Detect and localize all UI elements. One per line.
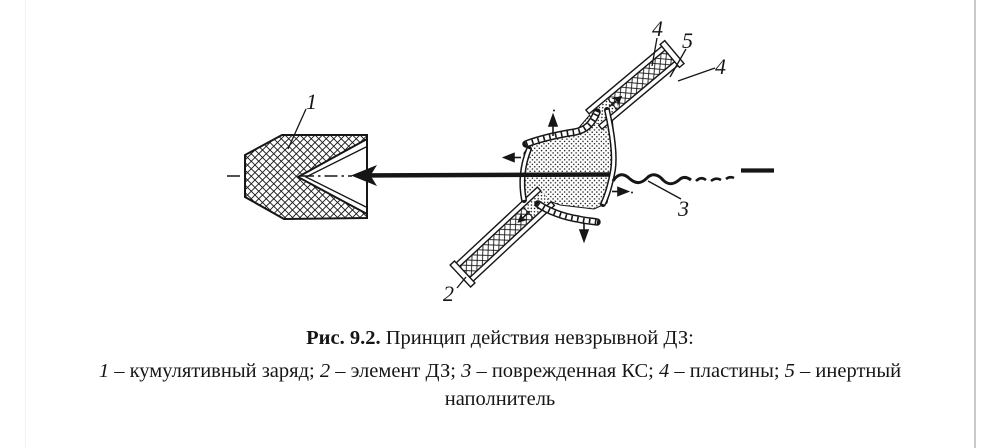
cavity-liner xyxy=(304,146,367,208)
arrow-up xyxy=(547,112,559,127)
tube-end-cap-upper xyxy=(659,39,685,69)
leader-lines xyxy=(287,37,716,289)
figure-caption-legend-tail: наполнитель xyxy=(444,388,556,410)
legend-num-4: 4 xyxy=(659,360,670,382)
legend-num-2: 2 xyxy=(319,360,331,382)
arrow-right xyxy=(617,186,631,197)
legend-num-1: 1 xyxy=(98,360,110,382)
jet-line xyxy=(351,165,611,186)
figure-title: Принцип действия невзрывной ДЗ: xyxy=(385,327,694,349)
dz-element-upper-section xyxy=(584,39,685,131)
legend-desc-1: – кумулятивный заряд; xyxy=(114,360,315,382)
label-plate-upper: 4 xyxy=(652,16,663,41)
page-edge-left xyxy=(25,0,26,448)
shaped-charge xyxy=(244,134,368,221)
legend-num-5: 5 xyxy=(784,360,795,382)
jet-arrowhead xyxy=(351,165,377,186)
bent-plate-bottom xyxy=(534,200,601,226)
label-plate-lower: 4 xyxy=(715,54,726,79)
leader-5 xyxy=(669,48,687,78)
figure-caption-title: Рис. 9.2. Принцип действия невзрывной ДЗ… xyxy=(0,326,1000,352)
motion-arrows xyxy=(501,109,633,244)
legend-desc-2: – элемент ДЗ; xyxy=(335,360,456,382)
label-charge: 1 xyxy=(306,89,317,114)
label-filler: 5 xyxy=(682,28,693,53)
plate-motion-arrow-upper xyxy=(608,99,618,108)
bent-plate-top xyxy=(522,108,601,148)
leader-1 xyxy=(287,108,307,150)
arrow-left xyxy=(501,152,515,163)
label-damaged-jet: 3 xyxy=(677,196,689,221)
page-edge-right xyxy=(974,0,976,448)
leader-2 xyxy=(456,276,467,289)
figure-caption-legend: 1 – кумулятивный заряд; 2 – элемент ДЗ; … xyxy=(0,359,1000,385)
damaged-jet-wavy-line xyxy=(611,168,774,186)
label-element: 2 xyxy=(443,281,454,306)
legend-desc-5: – инертный xyxy=(800,360,902,382)
legend-desc-3: – поврежденная КС; xyxy=(476,360,654,382)
plate-motion-arrow-lower xyxy=(521,210,531,219)
leader-4b xyxy=(677,67,716,82)
legend-desc-4: – пластины; xyxy=(674,360,780,382)
dz-element-lower-section xyxy=(449,186,556,289)
arrow-down xyxy=(578,229,590,244)
tube-end-cap-lower xyxy=(449,260,476,289)
figure-number: Рис. 9.2. xyxy=(306,327,381,349)
plate-motion-arrowhead-upper xyxy=(611,95,623,107)
plate-fragment-right xyxy=(600,107,617,207)
leader-3 xyxy=(647,180,682,200)
legend-num-3: 3 xyxy=(461,360,472,382)
plate-motion-arrowhead-lower xyxy=(517,212,529,223)
leader-4a xyxy=(651,37,658,67)
